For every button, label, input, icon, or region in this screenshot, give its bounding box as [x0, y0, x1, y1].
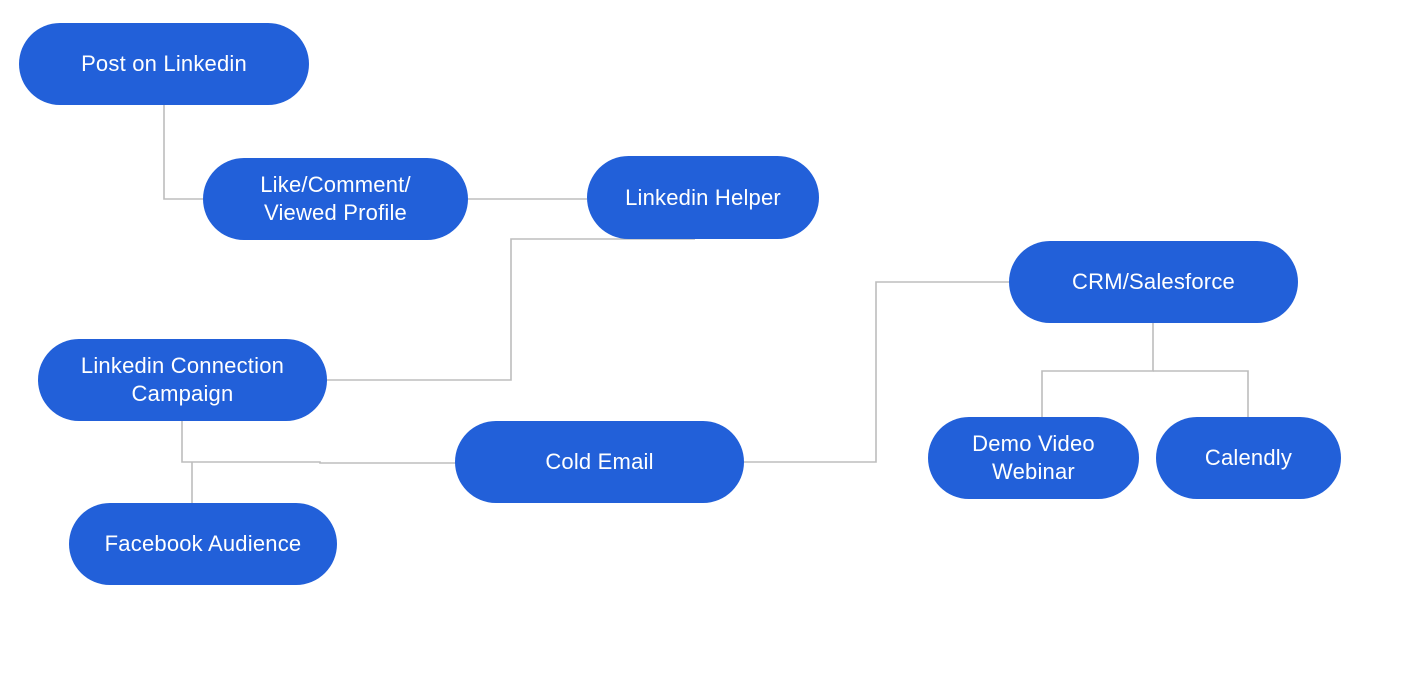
- node-like-comment-viewed-profile[interactable]: Like/Comment/ Viewed Profile: [203, 158, 468, 240]
- node-post-on-linkedin[interactable]: Post on Linkedin: [19, 23, 309, 105]
- node-linkedin-helper[interactable]: Linkedin Helper: [587, 156, 819, 239]
- node-cold-email[interactable]: Cold Email: [455, 421, 744, 503]
- node-demo-video-webinar[interactable]: Demo Video Webinar: [928, 417, 1139, 499]
- connector-post-to-like: [163, 105, 203, 200]
- node-linkedin-connection-campaign[interactable]: Linkedin Connection Campaign: [38, 339, 327, 421]
- connector-crm-to-calendly: [1153, 370, 1249, 417]
- connector-campaign-to-cold-email: [181, 421, 456, 464]
- connector-helper-to-campaign: [326, 238, 695, 381]
- connector-cold-email-to-crm: [743, 281, 1009, 463]
- node-calendly[interactable]: Calendly: [1156, 417, 1341, 499]
- node-facebook-audience[interactable]: Facebook Audience: [69, 503, 337, 585]
- connector-crm-to-demo: [1041, 323, 1154, 417]
- node-crm-salesforce[interactable]: CRM/Salesforce: [1009, 241, 1298, 323]
